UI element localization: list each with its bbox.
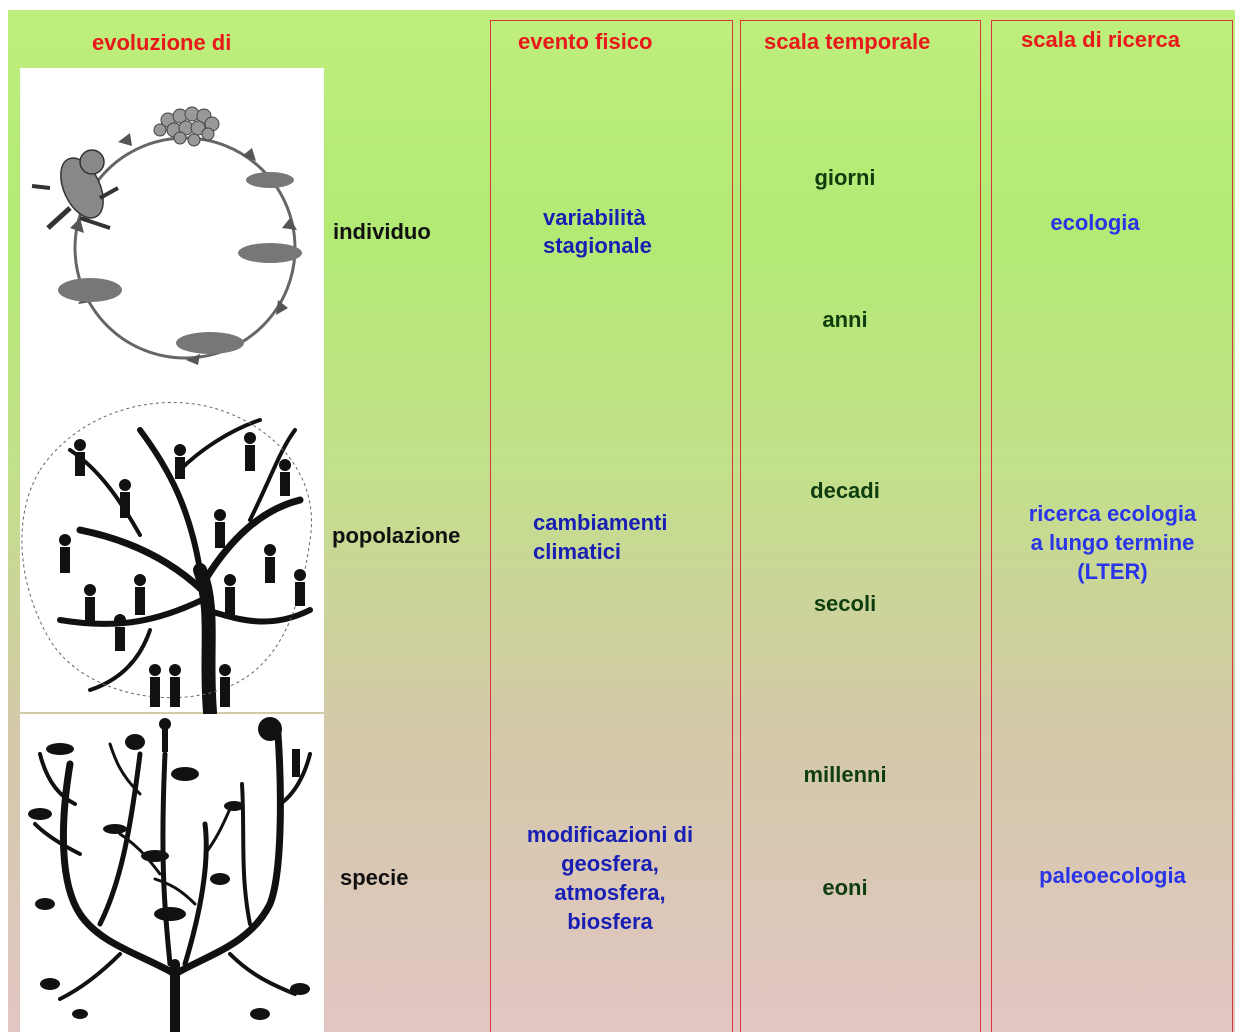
header-scala-ricerca: scala di ricerca [1021,27,1181,52]
time-millenni: millenni [803,762,887,787]
level-specie: specie [340,865,409,890]
time-anni: anni [822,307,868,332]
evento-line: variabilità [543,205,646,230]
time-decadi: decadi [810,478,880,503]
time-eoni: eoni [822,875,868,900]
header-evoluzione: evoluzione di [92,30,232,55]
evento-modificazioni: modificazioni di geosfera, atmosfera, bi… [510,820,710,936]
evento-variabilita-stagionale: variabilità stagionale [543,204,652,260]
ricerca-line: a lungo termine [1030,530,1195,555]
level-popolazione: popolazione [332,523,461,548]
header-evento-fisico: evento fisico [518,29,653,54]
evento-line: climatici [533,539,622,564]
evento-line: cambiamenti [533,510,668,535]
evento-line: biosfera [567,909,653,934]
evento-cambiamenti-climatici: cambiamenti climatici [533,508,668,566]
header-scala-temporale: scala temporale [764,29,931,54]
phylogenetic-tree-icon [28,717,312,1032]
ricerca-line: ricerca ecologia [1028,501,1197,526]
ricerca-lter: ricerca ecologia a lungo termine (LTER) [995,499,1230,586]
level-individuo: individuo [333,219,431,244]
frog-life-cycle-icon [31,106,302,365]
column-scala-temporale [740,20,981,1032]
evento-line: modificazioni di [526,822,694,847]
column-scala-ricerca [991,20,1233,1032]
time-secoli: secoli [813,591,877,616]
evento-line: atmosfera, [554,880,666,905]
ricerca-line: (LTER) [1077,559,1148,584]
column-evento-fisico [490,20,733,1032]
time-giorni: giorni [814,165,876,190]
human-population-tree-icon [21,402,313,719]
ricerca-ecologia: ecologia [1050,210,1140,235]
evento-line: geosfera, [561,851,659,876]
evento-line: stagionale [543,233,652,258]
ricerca-paleoecologia: paleoecologia [1039,863,1186,888]
